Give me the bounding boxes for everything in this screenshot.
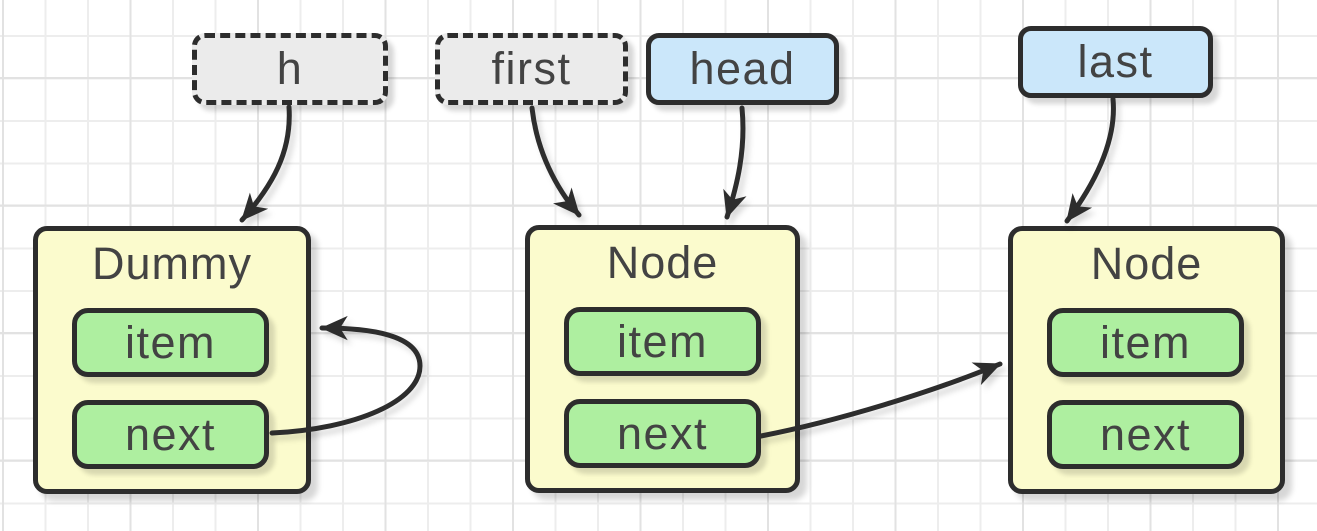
field-next-label: next xyxy=(1099,408,1192,460)
arrow-last-to-right-node[interactable] xyxy=(1064,96,1116,224)
node-middle-field-item[interactable]: item xyxy=(564,307,761,376)
node-dummy-field-item[interactable]: item xyxy=(72,308,269,377)
node-right-field-next[interactable]: next xyxy=(1047,400,1244,469)
node-right-field-item[interactable]: item xyxy=(1047,308,1244,377)
pointer-head[interactable]: head xyxy=(646,33,839,105)
arrow-h-to-dummy[interactable] xyxy=(239,104,292,223)
pointer-last[interactable]: last xyxy=(1018,26,1213,98)
node-middle-field-next[interactable]: next xyxy=(564,399,761,468)
field-item-label: item xyxy=(616,315,708,367)
arrow-head-to-middle-node[interactable] xyxy=(723,105,747,220)
field-next-label: next xyxy=(616,407,709,459)
field-item-label: item xyxy=(1099,316,1191,368)
pointer-first-label: first xyxy=(491,43,572,94)
arrow-dummy-next-self-loop[interactable] xyxy=(269,315,423,436)
node-dummy[interactable]: Dummy item next xyxy=(33,226,311,494)
arrow-middle-next-to-right-node[interactable] xyxy=(758,361,1003,439)
pointer-head-label: head xyxy=(689,43,796,94)
node-dummy-title: Dummy xyxy=(92,238,252,289)
node-dummy-field-next[interactable]: next xyxy=(72,400,269,469)
field-next-label: next xyxy=(124,408,217,460)
node-middle[interactable]: Node item next xyxy=(525,225,800,493)
node-right-title: Node xyxy=(1090,238,1203,289)
pointer-h[interactable]: h xyxy=(192,33,388,105)
arrow-first-to-middle-node[interactable] xyxy=(529,105,582,218)
pointer-last-label: last xyxy=(1077,36,1154,87)
pointer-h-label: h xyxy=(276,43,304,94)
node-middle-title: Node xyxy=(606,237,719,288)
node-right[interactable]: Node item next xyxy=(1008,226,1285,494)
field-item-label: item xyxy=(124,316,216,368)
pointer-first[interactable]: first xyxy=(435,33,628,105)
